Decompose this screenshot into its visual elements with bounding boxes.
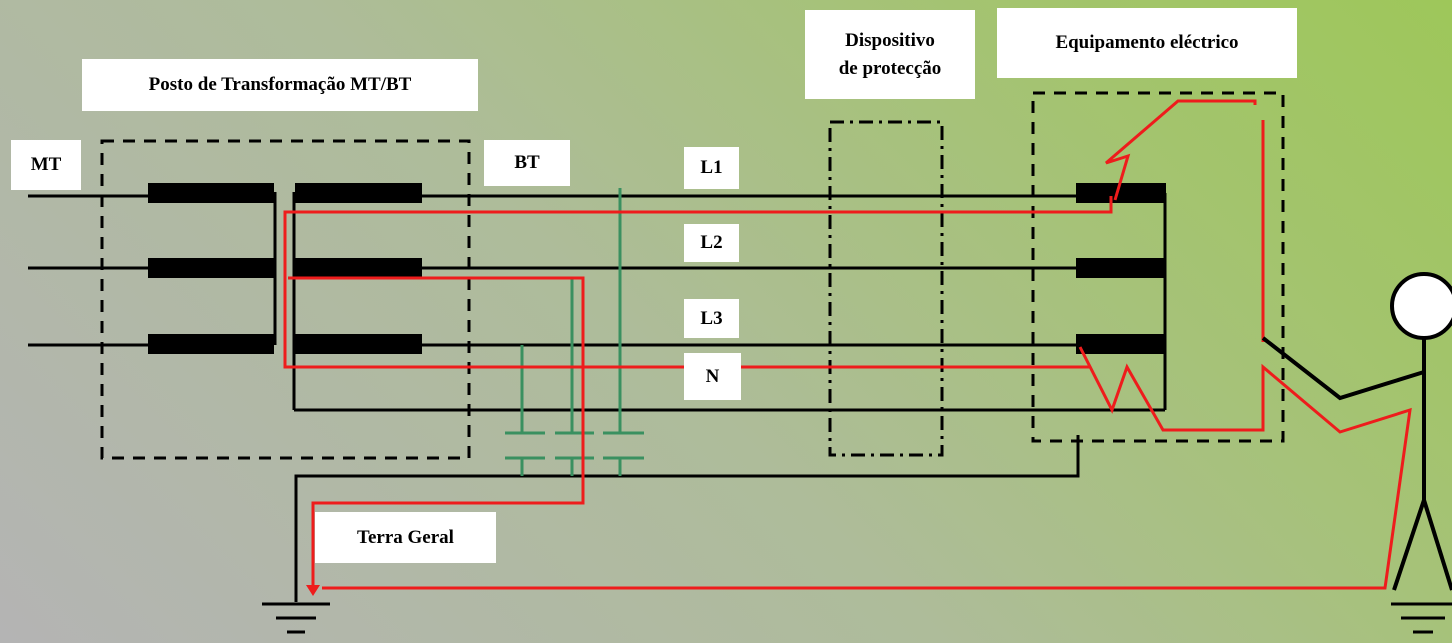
transformer-enclosure (100, 139, 471, 460)
l3-label: L3 (684, 299, 739, 338)
l1-label: L1 (684, 147, 739, 189)
l2-label: L2 (684, 224, 739, 262)
earth-arrowhead (306, 585, 320, 596)
fault-path-l2 (288, 276, 585, 585)
mt-label: MT (11, 140, 81, 190)
equipment-enclosure (1031, 91, 1285, 443)
bt-conductors (294, 194, 1165, 412)
protection-device-label: Dispositivo de protecção (805, 10, 975, 99)
fault-path-l1 (283, 196, 1113, 369)
transformer-windings (148, 183, 422, 354)
earth-label: Terra Geral (315, 512, 496, 563)
mt-conductors (28, 194, 148, 347)
fault-arc-l3 (322, 346, 1412, 590)
earth-symbol-person (1391, 602, 1452, 634)
bt-label: BT (484, 140, 570, 186)
neutral-label: N (684, 353, 741, 400)
earth-symbol-general (262, 602, 330, 634)
protection-label-line1: Dispositivo (845, 29, 935, 51)
protection-label-line2: de protecção (838, 57, 942, 79)
load-windings (1076, 183, 1166, 354)
fault-arc-l1 (1105, 99, 1257, 201)
protection-device-enclosure (828, 120, 944, 457)
earth-conductor (294, 435, 1080, 602)
transformer-station-label: Posto de Transformação MT/BT (82, 59, 478, 111)
person-head (1390, 272, 1452, 340)
person-figure (1261, 272, 1452, 591)
earth-capacitances (505, 188, 644, 476)
equipment-label: Equipamento eléctrico (997, 8, 1297, 78)
fault-current-paths (283, 99, 1412, 596)
